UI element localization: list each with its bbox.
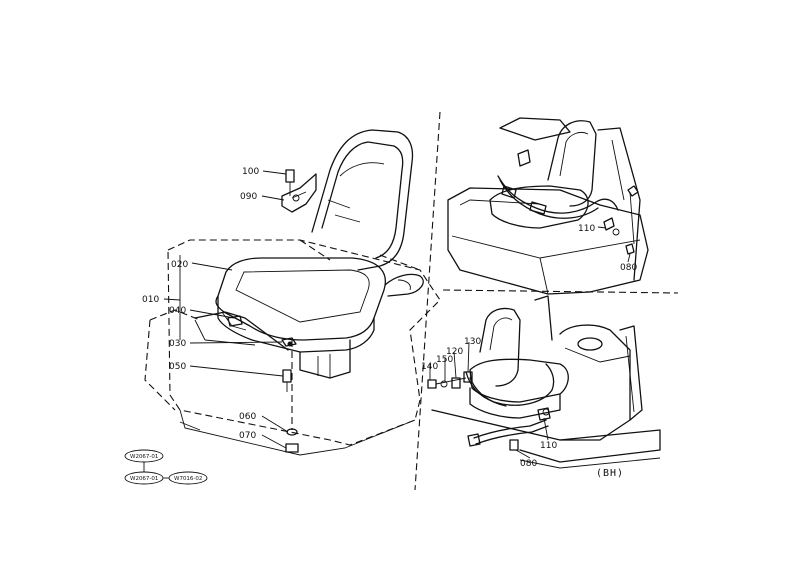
serial-mark-3: W7016-02 (174, 476, 202, 482)
part-label-130: 130 (464, 337, 481, 347)
part-label-070: 070 (239, 431, 256, 441)
upper-inset-view (447, 117, 649, 295)
part-label-140: 140 (421, 362, 438, 372)
lower-inset-leaders (429, 341, 549, 459)
part-label-040: 040 (169, 306, 186, 316)
section-dividers (414, 111, 679, 491)
seat-assembly (144, 129, 441, 456)
part-label-110-upper: 110 (578, 224, 595, 234)
part-label-090: 090 (240, 192, 257, 202)
serial-mark-2: W2067-01 (130, 476, 158, 482)
part-label-080-lower: 080 (520, 459, 537, 469)
inset-caption-bh: (BH) (596, 468, 624, 479)
part-label-100: 100 (242, 167, 259, 177)
part-label-010: 010 (142, 295, 159, 305)
part-label-030: 030 (169, 339, 186, 349)
part-label-060: 060 (239, 412, 256, 422)
upper-inset-leaders (597, 226, 631, 263)
part-label-110-lower: 110 (540, 441, 557, 451)
serial-marks: W2067-01 W2067-01 W7016-02 (124, 449, 208, 485)
upper-inset-labels: 110 080 (578, 224, 637, 273)
lower-inset-labels: 140 150 120 130 110 080 (421, 337, 557, 469)
part-label-080-upper: 080 (620, 263, 637, 273)
part-label-150: 150 (436, 355, 453, 365)
part-label-120: 120 (446, 347, 463, 357)
part-label-020: 020 (171, 260, 188, 270)
main-leaders (163, 170, 289, 449)
serial-mark-1: W2067-01 (130, 454, 158, 460)
main-part-labels: 100 090 020 010 040 030 050 060 070 (142, 167, 259, 441)
lower-inset-view (427, 295, 661, 469)
part-label-050: 050 (169, 362, 186, 372)
